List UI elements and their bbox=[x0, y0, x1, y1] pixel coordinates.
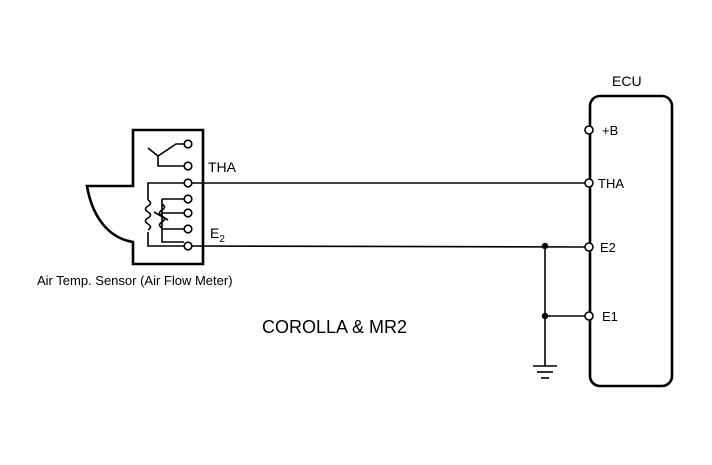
potentiometer-wiper bbox=[153, 211, 169, 221]
wire-e2 bbox=[191, 245, 586, 248]
ecu-label-tha: THA bbox=[598, 176, 624, 191]
sensor-pin-6 bbox=[183, 224, 193, 234]
ecu-terminal-tha bbox=[584, 178, 594, 188]
ecu-title: ECU bbox=[612, 73, 642, 89]
ecu-label-e2: E2 bbox=[600, 240, 616, 255]
switch-contact bbox=[147, 143, 187, 157]
ecu-terminal-e2 bbox=[584, 242, 594, 252]
diagram-caption: COROLLA & MR2 bbox=[262, 317, 407, 337]
ecu-terminal-b-plus bbox=[584, 125, 594, 135]
sensor-caption: Air Temp. Sensor (Air Flow Meter) bbox=[37, 273, 233, 288]
ecu-label-b-plus: +B bbox=[602, 123, 618, 138]
sensor-label-e2-sub: 2 bbox=[219, 234, 225, 245]
sensor-pin-4 bbox=[183, 194, 193, 204]
internal-wire-7 bbox=[161, 199, 184, 243]
ecu-box bbox=[588, 94, 674, 388]
sensor-label-e2: E2 bbox=[210, 225, 225, 245]
internal-wire-tha bbox=[147, 182, 184, 200]
sensor-pin-5 bbox=[183, 208, 193, 218]
internal-wire-e2 bbox=[147, 232, 184, 247]
air-flow-meter-body bbox=[85, 128, 205, 266]
sensor-pin-2 bbox=[183, 161, 193, 171]
ecu-label-e1: E1 bbox=[602, 309, 618, 324]
thermistor-coil bbox=[144, 199, 152, 231]
sensor-label-tha: THA bbox=[208, 159, 237, 175]
switch-link bbox=[157, 156, 187, 167]
sensor-pin-3 bbox=[183, 178, 193, 188]
sensor-pin-1 bbox=[183, 139, 193, 149]
sensor-pin-7 bbox=[183, 241, 193, 251]
sensor-label-e2-main: E bbox=[210, 225, 219, 241]
ecu-terminal-e1 bbox=[584, 311, 594, 321]
